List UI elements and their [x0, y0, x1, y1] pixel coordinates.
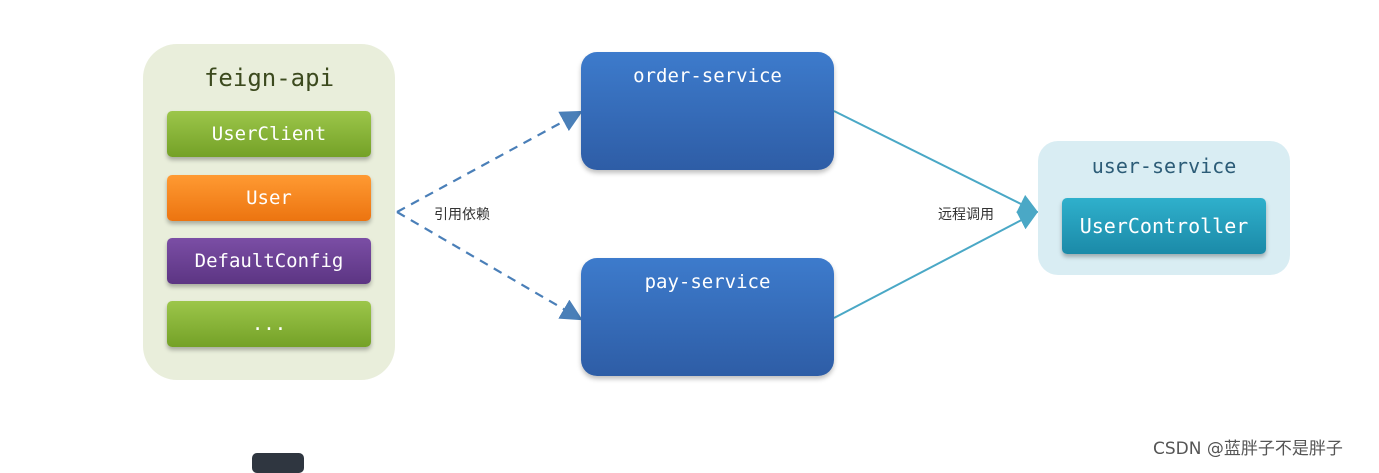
feign-api-title: feign-api — [203, 64, 335, 92]
feign-api-group: feign-api UserClient User DefaultConfig … — [143, 44, 395, 380]
remote-call-label: 远程调用 — [938, 207, 994, 223]
pay-service-box[interactable]: pay-service — [581, 258, 834, 376]
order-service-box[interactable]: order-service — [581, 52, 834, 170]
remote-call-arrow-order — [833, 110, 1039, 213]
dependency-arrow-pay — [396, 211, 583, 321]
defaultconfig-chip[interactable]: DefaultConfig — [167, 238, 371, 284]
dependency-arrow-order — [396, 110, 583, 213]
user-service-group: user-service UserController — [1038, 141, 1290, 275]
user-service-title: user-service — [1091, 154, 1237, 178]
floating-toolbar-icon[interactable] — [252, 453, 304, 473]
user-chip[interactable]: User — [167, 175, 371, 221]
order-service-label: order-service — [633, 65, 782, 87]
userclient-chip[interactable]: UserClient — [167, 111, 371, 157]
watermark: CSDN @蓝胖子不是胖子 — [1153, 439, 1343, 459]
remote-call-arrow-pay — [833, 211, 1039, 319]
dependency-label: 引用依赖 — [434, 207, 490, 223]
usercontroller-chip[interactable]: UserController — [1062, 198, 1266, 254]
pay-service-label: pay-service — [644, 271, 771, 293]
more-items-chip[interactable]: ... — [167, 301, 371, 347]
